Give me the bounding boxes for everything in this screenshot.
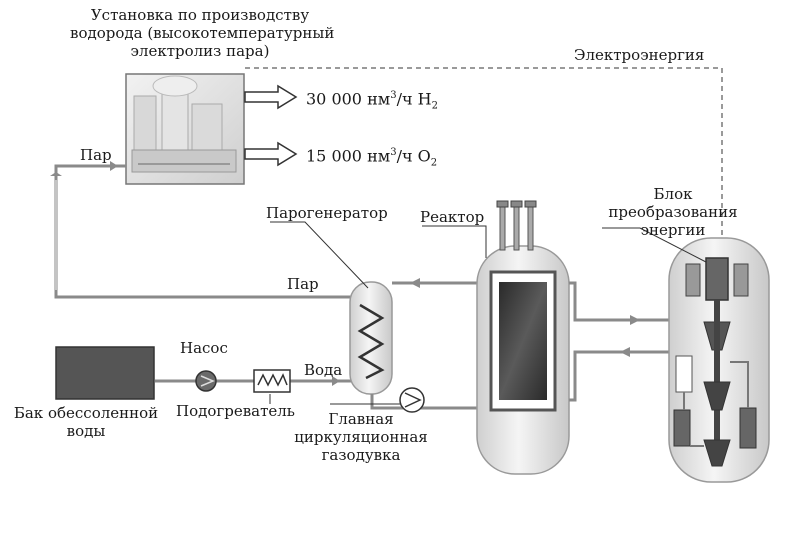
h2-arrow: [244, 84, 298, 110]
steam-generator-leader: [270, 221, 369, 289]
heater-label: Подогреватель: [176, 402, 295, 420]
steam-pipe-to-plant: [54, 164, 374, 299]
blower-label-line1: Главная: [328, 410, 394, 428]
reactor-label: Реактор: [420, 208, 485, 226]
o2-exp: 3: [390, 147, 397, 158]
pump-label: Насос: [180, 339, 228, 357]
plant-title-line1: Установка по производству: [90, 6, 310, 24]
h2-exp: 3: [390, 90, 397, 101]
blower-label: Главная циркуляционная газодувка: [286, 410, 436, 464]
steam-mid-label: Пар: [287, 275, 319, 293]
o2-arrow: [244, 141, 298, 167]
o2-output-label: 15 000 нм3/ч O2: [306, 144, 437, 173]
blower-label-line3: газодувка: [321, 446, 401, 464]
plant-title-line2: водорода (высокотемпературный: [70, 24, 335, 42]
conversion-leader: [602, 227, 707, 263]
water-label: Вода: [304, 361, 343, 379]
reactor-return-pipe: [569, 350, 700, 402]
pump-icon: [195, 370, 217, 392]
h2-output-label: 30 000 нм3/ч H2: [306, 87, 438, 116]
conversion-label-line3: энергии: [640, 221, 706, 239]
conversion-label-line1: Блок: [653, 185, 693, 203]
blower-label-line2: циркуляционная: [294, 428, 428, 446]
steam-top-label: Пар: [80, 146, 112, 164]
h2-unit: /ч H: [396, 89, 432, 109]
heater-icon: [253, 369, 291, 393]
tank-label-line2: воды: [66, 422, 106, 440]
demineralized-water-tank: [55, 346, 155, 400]
tank-label-line1: Бак обессоленной: [13, 404, 159, 422]
steam-generator-label: Парогенератор: [266, 204, 388, 222]
o2-sub: 2: [430, 157, 438, 169]
conversion-label: Блок преобразования энергии: [598, 185, 748, 239]
h2-sub: 2: [431, 100, 438, 112]
electricity-label: Электроэнергия: [574, 46, 705, 64]
plant-title: Установка по производству водорода (высо…: [70, 6, 335, 60]
cold-gas-pipe: [370, 394, 490, 410]
o2-unit: /ч O: [396, 146, 431, 166]
o2-value: 15 000 нм: [306, 146, 391, 166]
h2-value: 30 000 нм: [306, 89, 391, 109]
blower-icon: [399, 387, 425, 413]
energy-conversion-block: [668, 237, 770, 483]
electricity-line: [245, 67, 723, 248]
reactor-vessel: [476, 200, 570, 475]
tank-label: Бак обессоленной воды: [6, 404, 166, 440]
hydrogen-plant-image: [125, 73, 245, 185]
reactor-leader: [422, 225, 487, 258]
plant-title-line3: электролиз пара): [130, 42, 270, 60]
conversion-label-line2: преобразования: [608, 203, 738, 221]
steam-generator: [349, 281, 393, 395]
